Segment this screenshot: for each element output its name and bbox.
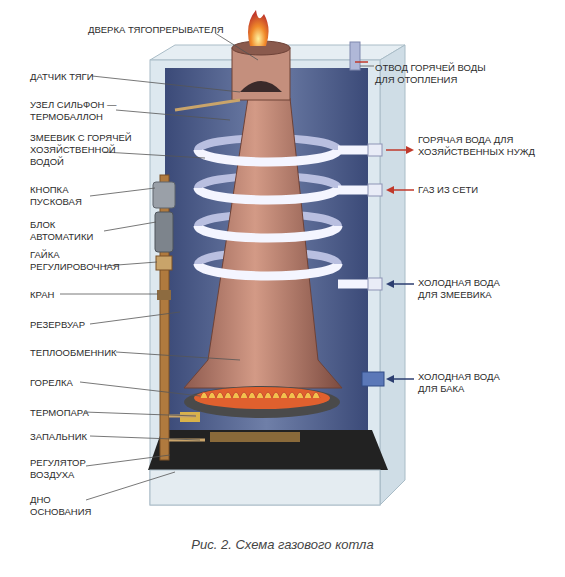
part-label: ГОРЯЧАЯ ВОДА ДЛЯ ХОЗЯЙСТВЕННЫХ НУЖД <box>418 134 558 158</box>
part-label: РЕГУЛЯТОР ВОЗДУХА <box>30 457 105 481</box>
part-label: ТЕПЛООБМЕННИК <box>30 347 150 359</box>
part-label: ГОРЕЛКА <box>30 377 130 389</box>
part-label: РЕЗЕРВУАР <box>30 319 130 331</box>
part-label: ЗМЕЕВИК С ГОРЯЧЕЙ ХОЗЯЙСТВЕННОЙ ВОДОЙ <box>30 132 138 168</box>
part-label: ТЕРМОПАРА <box>30 407 130 419</box>
pipes <box>350 42 414 386</box>
figure-caption: Рис. 2. Схема газового котла <box>0 537 565 552</box>
part-label: БЛОК АВТОМАТИКИ <box>30 219 110 243</box>
part-label: ГАЗ ИЗ СЕТИ <box>418 184 558 196</box>
part-label: ХОЛОДНАЯ ВОДА ДЛЯ ЗМЕЕВИКА <box>418 277 513 301</box>
part-label: ДАТЧИК ТЯГИ <box>30 71 150 83</box>
part-label: ОТВОД ГОРЯЧЕЙ ВОДЫ ДЛЯ ОТОПЛЕНИЯ <box>375 62 495 86</box>
part-label: ГАЙКА РЕГУЛИРОВОЧНАЯ <box>30 249 120 273</box>
part-label: ЗАПАЛЬНИК <box>30 431 130 443</box>
part-label: ДВЕРКА ТЯГОПРЕРЫВАТЕЛЯ <box>88 24 263 36</box>
base <box>148 430 388 505</box>
heat-exchanger <box>184 10 342 388</box>
coil-front <box>198 150 372 284</box>
burner <box>180 386 340 422</box>
part-label: ХОЛОДНАЯ ВОДА ДЛЯ БАКА <box>418 371 513 395</box>
automation <box>153 100 240 460</box>
part-label: КРАН <box>30 289 110 301</box>
part-label: ДНО ОСНОВАНИЯ <box>30 494 100 518</box>
part-label: КНОПКА ПУСКОВАЯ <box>30 184 100 208</box>
part-label: УЗЕЛ СИЛЬФОН — ТЕРМОБАЛЛОН <box>30 99 134 123</box>
